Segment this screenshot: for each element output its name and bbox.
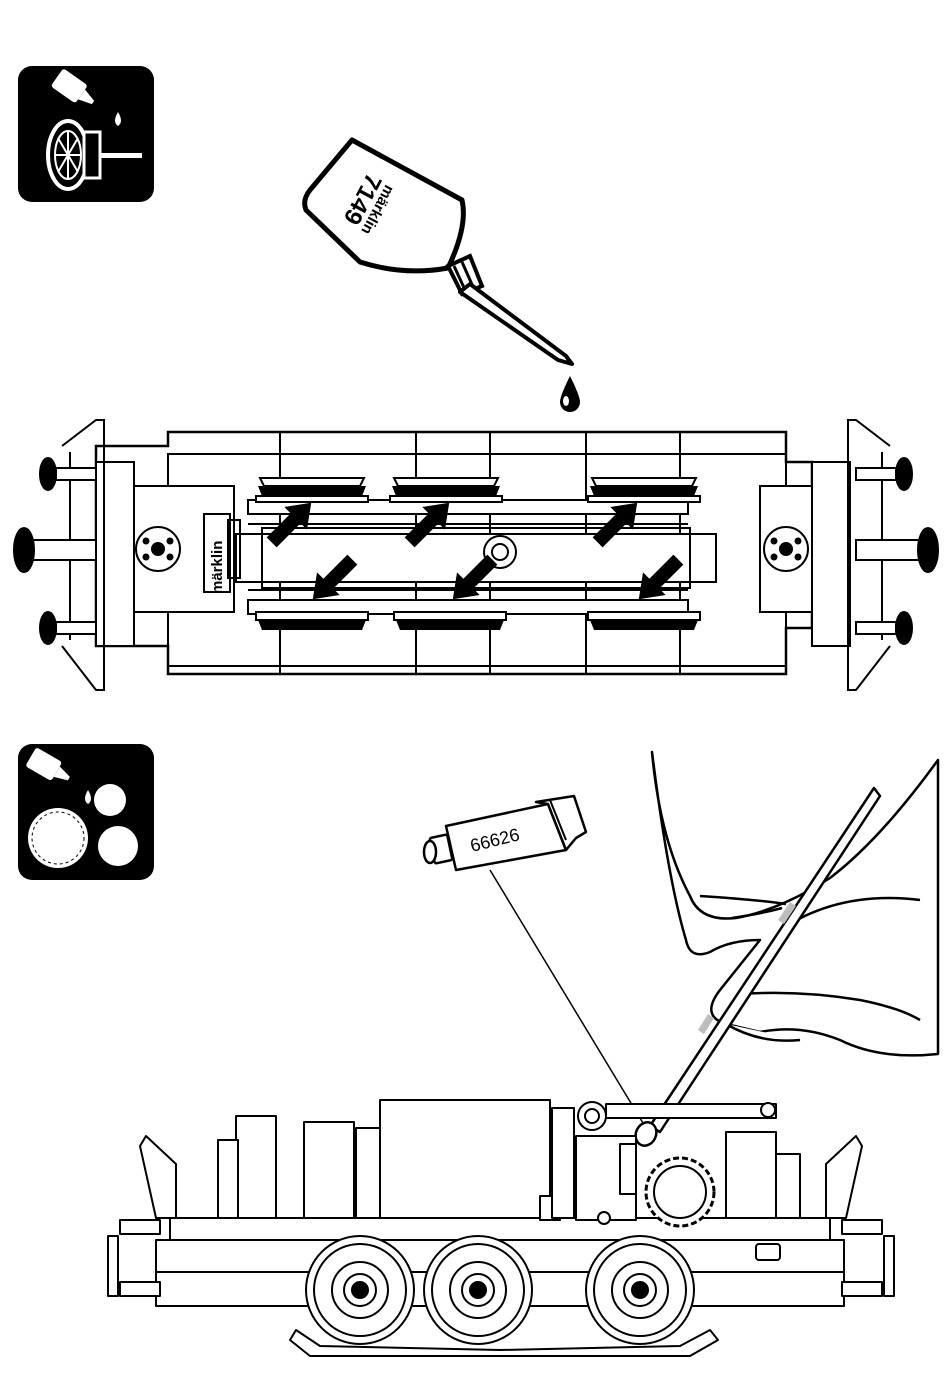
grease-gears-icon — [18, 744, 154, 880]
hand — [652, 752, 938, 1055]
grease-tube: 66626 — [424, 796, 586, 870]
chassis-brand-label: märklin — [209, 541, 226, 594]
loco-wheels-side — [306, 1236, 694, 1344]
wheels-bottom-row — [256, 612, 700, 630]
oil-wheel-bearings-icon — [18, 66, 154, 202]
grease-gears-illustration: 66626 — [0, 700, 950, 1374]
oil-axles-illustration: märklin 7149 märk — [0, 0, 950, 700]
buffers-left — [14, 458, 96, 644]
grease-gears-panel: 66626 — [0, 700, 950, 1374]
oil-axles-panel: märklin 7149 märk — [0, 0, 950, 700]
pivot-plate-left — [136, 527, 180, 571]
leader-line — [490, 870, 646, 1128]
oil-drop-icon — [560, 376, 580, 412]
buffers-right — [856, 458, 938, 644]
oil-bottle: märklin 7149 — [305, 140, 572, 364]
pivot-plate-right — [764, 527, 808, 571]
wheels-top-row — [256, 478, 700, 502]
